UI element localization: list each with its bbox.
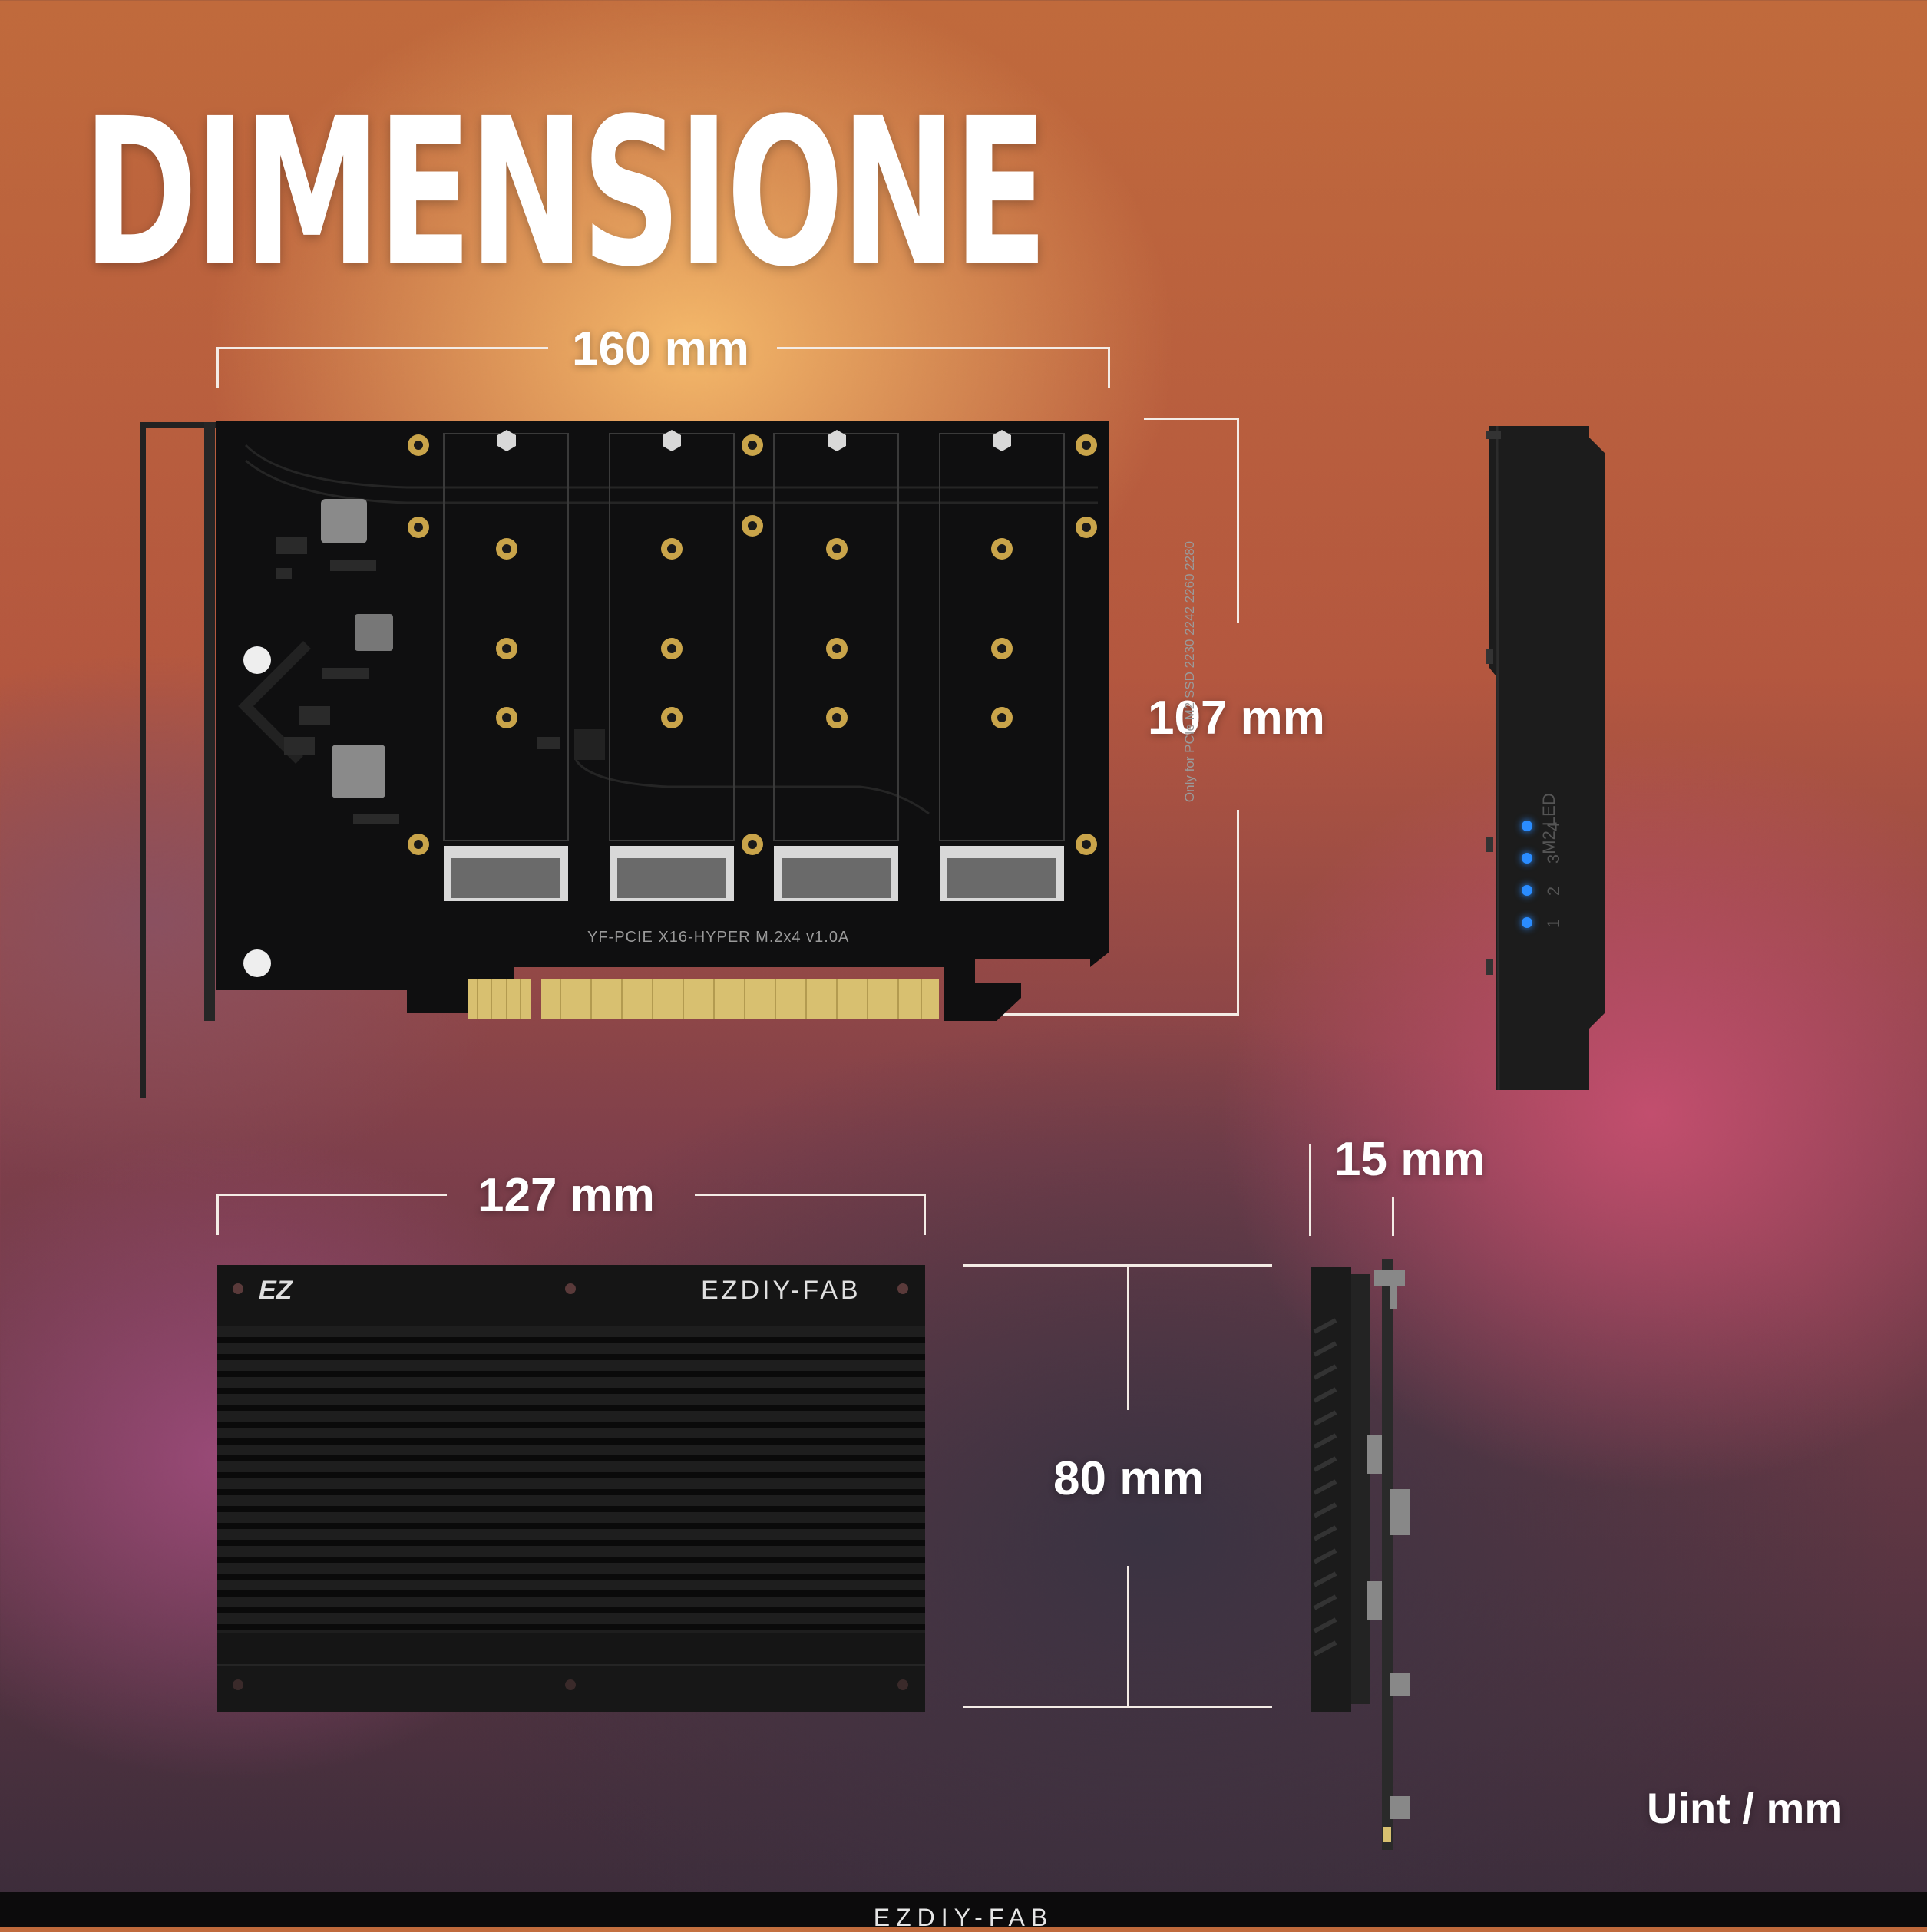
dim-line-thickness bbox=[1392, 1197, 1394, 1236]
heatsink-fins bbox=[217, 1326, 925, 1633]
dim-line-bottom-width bbox=[924, 1194, 926, 1235]
led-indicator-3 bbox=[1522, 853, 1532, 864]
dim-line-top-height bbox=[975, 1013, 1239, 1016]
led-indicator-4 bbox=[1522, 821, 1532, 831]
dim-line-top-height bbox=[1144, 418, 1239, 420]
dim-line-thickness bbox=[1309, 1144, 1311, 1236]
dim-line-bottom-height bbox=[1127, 1566, 1129, 1708]
screw-icon bbox=[233, 1679, 243, 1690]
screw-icon bbox=[897, 1283, 908, 1294]
dim-line-top-height bbox=[1237, 810, 1239, 1016]
board-compat-label: Only for PCIe M2 SSD 2230 2242 2260 2280 bbox=[1182, 540, 1197, 803]
dimension-label-107: 107 mm bbox=[1148, 692, 1325, 745]
dim-line-bottom-width bbox=[695, 1194, 926, 1196]
dim-line-top-width bbox=[777, 347, 1110, 349]
nvme-adapter-board bbox=[140, 421, 1109, 1098]
led-indicator-1 bbox=[1522, 917, 1532, 928]
heatsink-logo: EZ bbox=[259, 1276, 293, 1305]
dim-line-top-width bbox=[216, 347, 548, 349]
dim-line-bottom-height bbox=[1127, 1264, 1129, 1410]
dimension-label-15: 15 mm bbox=[1334, 1133, 1486, 1186]
screw-icon bbox=[897, 1679, 908, 1690]
dim-line-bottom-height bbox=[964, 1706, 1272, 1708]
led-number-2: 2 bbox=[1544, 886, 1564, 897]
dimension-label-160: 160 mm bbox=[572, 322, 749, 375]
unit-note: Uint / mm bbox=[1647, 1784, 1843, 1832]
led-indicator-2 bbox=[1522, 885, 1532, 896]
board-model-label: YF-PCIE X16-HYPER M.2x4 v1.0A bbox=[587, 929, 850, 946]
screw-icon bbox=[233, 1283, 243, 1294]
led-number-1: 1 bbox=[1544, 918, 1564, 929]
footer-brand: EZDIY-FAB bbox=[873, 1904, 1054, 1931]
heatsink-cover: EZ EZDIY-FAB bbox=[217, 1265, 925, 1712]
dim-line-bottom-width bbox=[216, 1194, 219, 1235]
footer-bar bbox=[0, 1892, 1927, 1927]
dim-line-bottom-width bbox=[216, 1194, 447, 1196]
dim-line-top-width bbox=[216, 347, 219, 388]
screw-icon bbox=[565, 1679, 576, 1690]
dim-line-top-width bbox=[1108, 347, 1110, 388]
dim-line-top-height bbox=[1237, 418, 1239, 623]
page-title: DIMENSIONE bbox=[83, 75, 1048, 312]
pcie-bracket-side-view bbox=[1486, 425, 1605, 1091]
led-label: M2 LED bbox=[1539, 793, 1558, 854]
heatsink-side-view bbox=[1311, 1259, 1410, 1850]
dim-line-bottom-height bbox=[964, 1264, 1272, 1267]
dimension-label-80: 80 mm bbox=[1053, 1452, 1205, 1505]
screw-icon bbox=[565, 1283, 576, 1294]
heatsink-brand-label: EZDIY-FAB bbox=[701, 1276, 861, 1305]
dimension-label-127: 127 mm bbox=[478, 1169, 655, 1222]
